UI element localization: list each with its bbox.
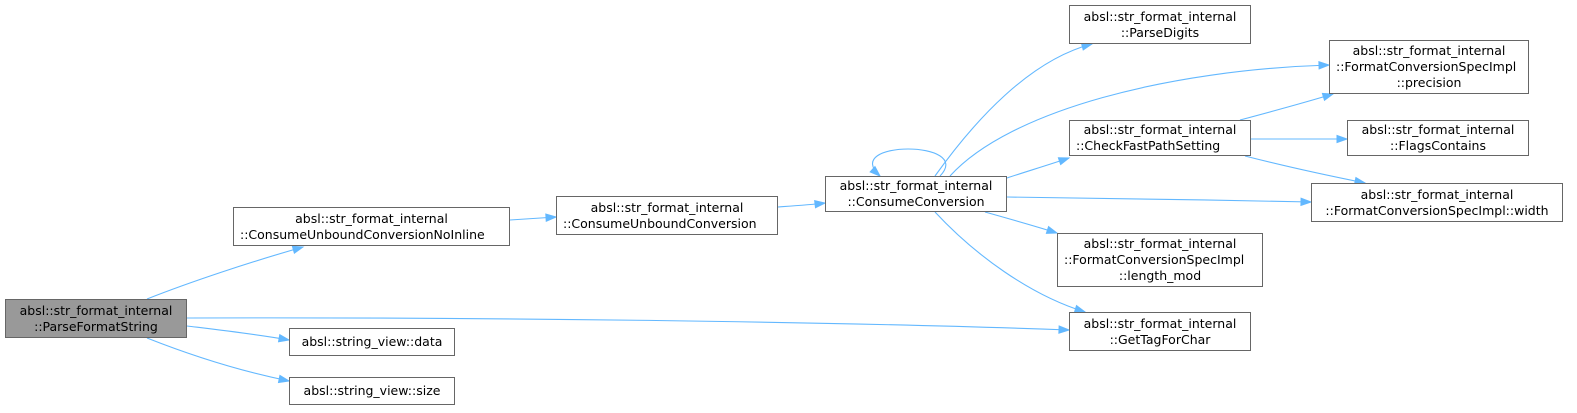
node-label-line: absl::str_format_internal xyxy=(1360,186,1514,202)
node-label-line: absl::str_format_internal xyxy=(295,210,448,226)
edge-consume_conversion-to-parse_digits xyxy=(934,43,1093,177)
node-label-line: ::precision xyxy=(1396,75,1462,90)
edge-consume_conversion-to-length_mod xyxy=(984,211,1058,234)
edge-arrowhead xyxy=(869,165,882,177)
edge-arrowhead xyxy=(1318,61,1331,70)
edge-arrowhead xyxy=(1300,197,1313,207)
edge-arrowhead xyxy=(277,333,291,343)
edge-arrowhead xyxy=(1321,92,1335,102)
node-label-line: ::length_mod xyxy=(1118,268,1202,283)
node-consume-unbound-conversion[interactable]: absl::str_format_internal ::ConsumeUnbou… xyxy=(556,196,778,235)
edge-arrowhead xyxy=(291,245,305,255)
edge-check_fast_path_setting-to-precision xyxy=(1239,93,1334,121)
node-label-line: ::GetTagForChar xyxy=(1109,331,1211,347)
node-label-line: ::ConsumeConversion xyxy=(847,194,985,209)
node-label-line: absl::str_format_internal xyxy=(19,302,173,318)
node-get-tag-for-char[interactable]: absl::str_format_internal ::GetTagForCha… xyxy=(1069,312,1251,351)
edge-arrowhead xyxy=(1080,42,1094,51)
node-label-line: ::CheckFastPathSetting xyxy=(1076,138,1221,153)
node-label-line: absl::str_format_internal xyxy=(839,178,993,193)
edge-arrowhead xyxy=(1057,157,1071,166)
node-label-line: absl::str_format_internal xyxy=(1083,8,1237,24)
node-label-line: absl::string_view::data xyxy=(301,334,443,349)
node-parse-digits[interactable]: absl::str_format_internal ::ParseDigits xyxy=(1069,5,1251,44)
edge-parse_format_string-to-string_view_data xyxy=(186,325,290,341)
edge-arrowhead xyxy=(277,374,291,384)
node-label-line: ::ParseDigits xyxy=(1120,24,1200,40)
edge-consume_conversion-to-width xyxy=(1006,196,1312,203)
node-label-line: ::ParseFormatString xyxy=(34,318,158,334)
edge-parse_format_string-to-get_tag_for_char xyxy=(186,317,1070,331)
node-label-line: absl::str_format_internal xyxy=(1083,236,1237,251)
edge-parse_format_string-to-string_view_size xyxy=(146,337,290,382)
node-label-line: absl::str_format_internal xyxy=(1083,122,1237,137)
node-string-view-data[interactable]: absl::string_view::data xyxy=(289,328,455,356)
node-label-line: absl::str_format_internal xyxy=(1352,43,1506,58)
node-label-line: ::FormatConversionSpecImpl xyxy=(1064,252,1245,267)
node-check-fast-path-setting[interactable]: absl::str_format_internal ::CheckFastPat… xyxy=(1069,120,1251,156)
node-label-line: ::FormatConversionSpecImpl xyxy=(1336,59,1517,74)
edge-check_fast_path_setting-to-width xyxy=(1244,155,1366,184)
node-label-line: ::FlagsContains xyxy=(1390,138,1486,153)
node-consume-unbound-conversion-noinline[interactable]: absl::str_format_internal ::ConsumeUnbou… xyxy=(233,207,510,246)
edge-parse_format_string-to-consume_unbound_conversion_noinline xyxy=(146,246,304,300)
edge-arrowhead xyxy=(1045,225,1059,234)
edge-arrowhead xyxy=(1336,134,1349,144)
node-consume-conversion[interactable]: absl::str_format_internal ::ConsumeConve… xyxy=(825,176,1007,212)
node-label-line: ::FormatConversionSpecImpl::width xyxy=(1325,202,1549,218)
node-parse-format-string: absl::str_format_internal ::ParseFormatS… xyxy=(5,299,187,338)
node-label-line: ::ConsumeUnboundConversionNoInline xyxy=(240,226,485,242)
node-label-line: absl::string_view::size xyxy=(303,383,441,398)
node-width[interactable]: absl::str_format_internal ::FormatConver… xyxy=(1311,183,1563,222)
edge-consume_conversion-to-precision xyxy=(949,64,1330,177)
edge-arrowhead xyxy=(1058,325,1071,334)
edge-consume_conversion-to-consume_conversion xyxy=(871,148,947,177)
node-label-line: absl::str_format_internal xyxy=(1083,315,1237,331)
node-label-line: ::ConsumeUnboundConversion xyxy=(563,215,757,231)
node-flags-contains[interactable]: absl::str_format_internal ::FlagsContain… xyxy=(1347,120,1529,156)
edge-arrowhead xyxy=(545,213,558,222)
node-label-line: absl::str_format_internal xyxy=(1361,122,1515,137)
node-precision[interactable]: absl::str_format_internal ::FormatConver… xyxy=(1329,40,1529,94)
edge-consume_conversion-to-get_tag_for_char xyxy=(934,211,1086,313)
edge-arrowhead xyxy=(814,199,827,209)
node-string-view-size[interactable]: absl::string_view::size xyxy=(289,377,455,405)
node-length-mod[interactable]: absl::str_format_internal ::FormatConver… xyxy=(1057,233,1263,287)
node-label-line: absl::str_format_internal xyxy=(590,199,744,215)
